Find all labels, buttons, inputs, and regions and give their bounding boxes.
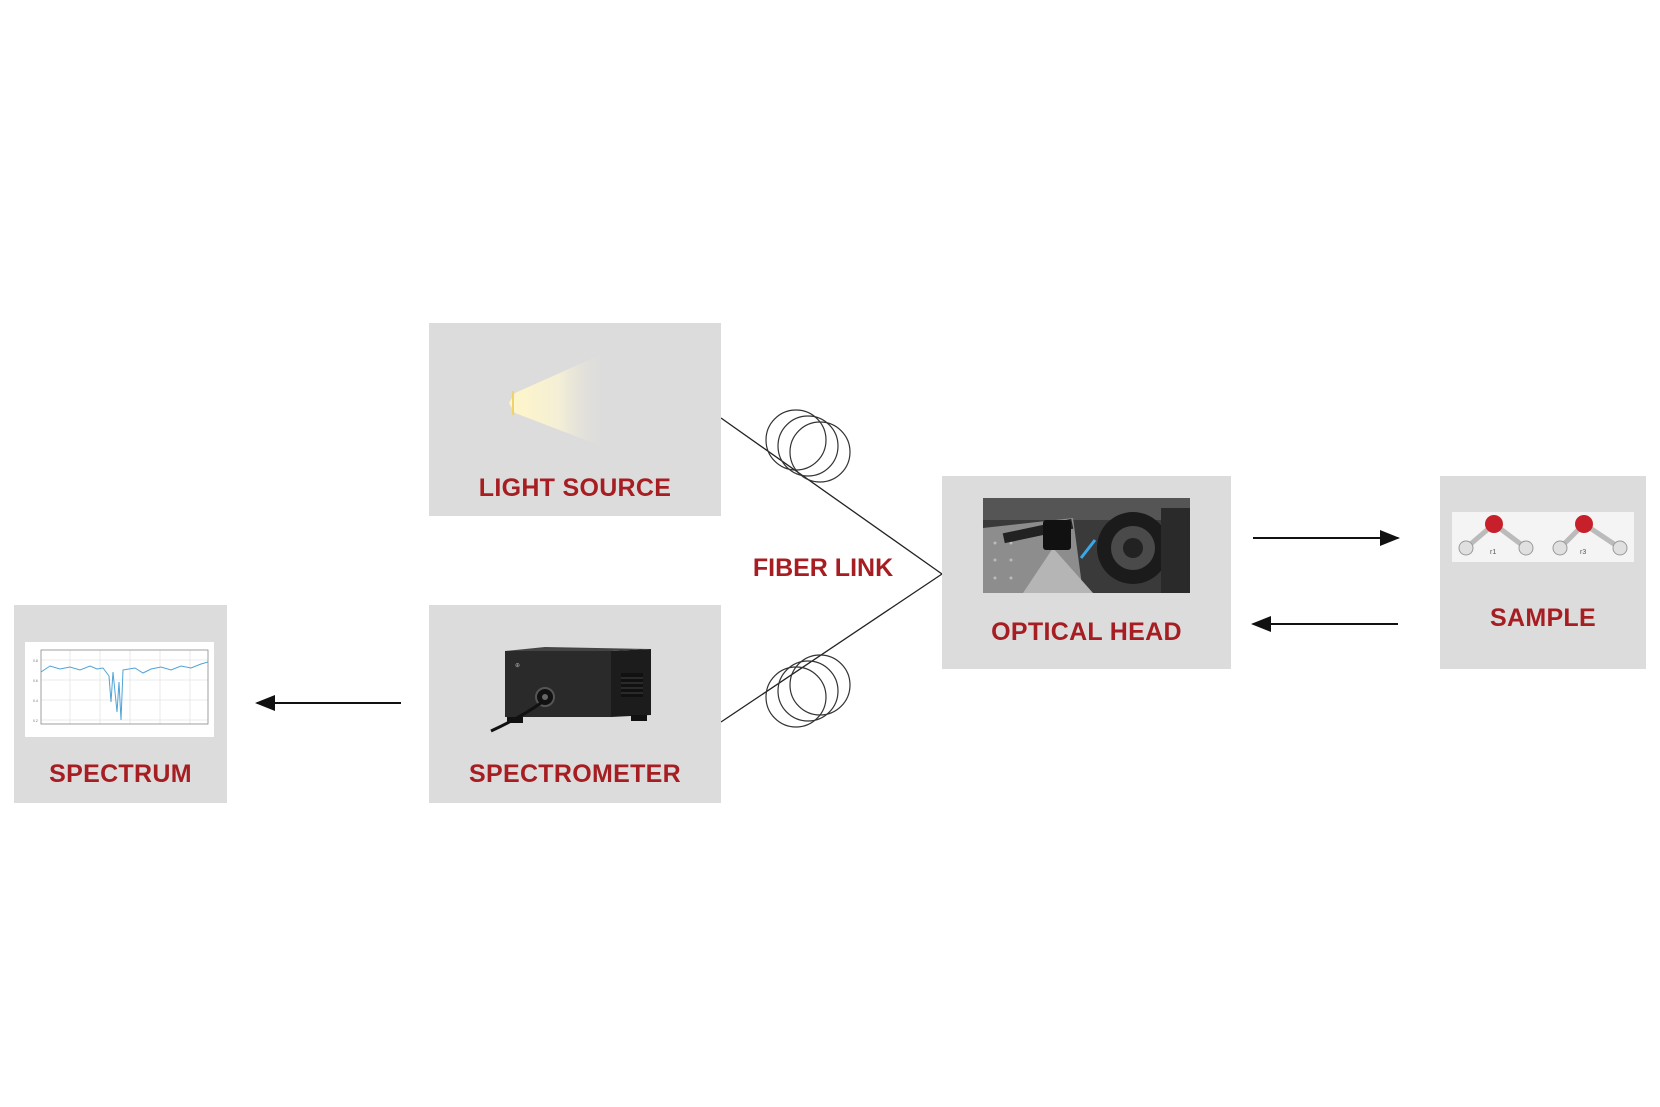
sample-label: SAMPLE	[1490, 604, 1596, 632]
optical-head-label: OPTICAL HEAD	[991, 618, 1182, 646]
water-molecule-icon: r1 r3	[1452, 512, 1634, 562]
svg-text:r1: r1	[1490, 549, 1496, 556]
light-source-label: LIGHT SOURCE	[478, 474, 672, 502]
fiber-coil-upper-icon	[765, 409, 851, 483]
fiber-coil-lower-icon	[765, 654, 851, 728]
svg-text:0.2: 0.2	[33, 719, 38, 723]
optical-head-photo-icon	[983, 498, 1190, 593]
optical-head-box: OPTICAL HEAD	[942, 476, 1231, 669]
svg-text:0.8: 0.8	[33, 659, 38, 663]
spectrometer-label: SPECTROMETER	[469, 760, 681, 788]
spectrum-plot-icon: 0.8 0.6 0.4 0.2	[25, 642, 214, 737]
spectrometer-box: ⊕ SPECTROMETER	[429, 605, 721, 803]
fiber-line-lower	[720, 573, 943, 723]
sample-box: r1 r3 SAMPLE	[1440, 476, 1646, 669]
svg-text:0.4: 0.4	[33, 699, 38, 703]
light-beam-icon	[509, 351, 609, 449]
light-source-box: LIGHT SOURCE	[429, 323, 721, 516]
svg-text:r3: r3	[1580, 549, 1586, 556]
spectrum-box: 0.8 0.6 0.4 0.2 SPECTRUM	[14, 605, 227, 803]
svg-text:⊕: ⊕	[515, 663, 520, 669]
fiber-link-label: FIBER LINK	[752, 554, 894, 582]
spectrum-label: SPECTRUM	[49, 760, 192, 788]
svg-text:0.6: 0.6	[33, 679, 38, 683]
fiber-line-upper	[720, 417, 943, 575]
spectrometer-device-icon: ⊕	[490, 647, 651, 733]
